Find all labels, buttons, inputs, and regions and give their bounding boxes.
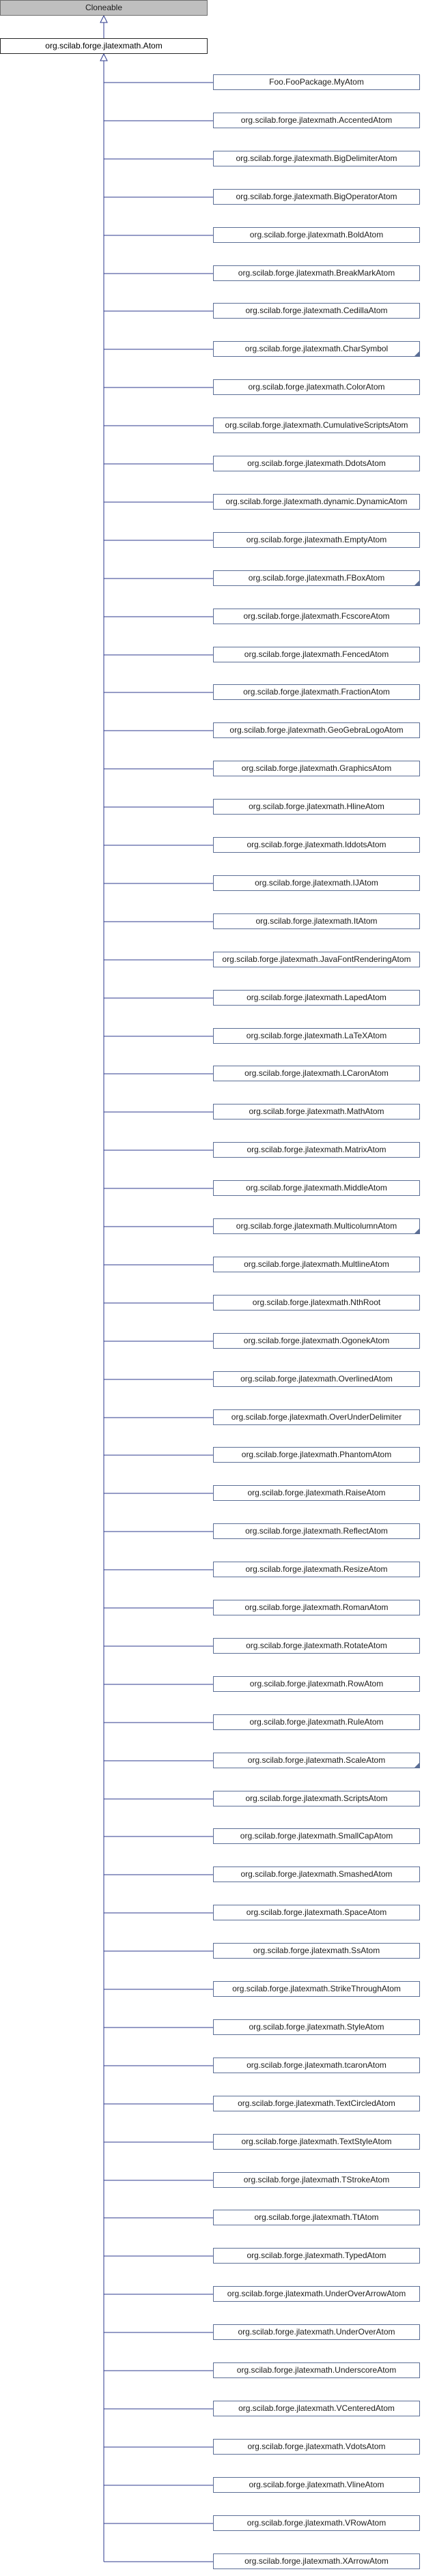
derived-class-node[interactable]: org.scilab.forge.jlatexmath.IJAtom [213,875,420,891]
collapsed-children-marker [414,1763,419,1768]
derived-class-node[interactable]: org.scilab.forge.jlatexmath.MathAtom [213,1104,420,1119]
derived-class-node[interactable]: org.scilab.forge.jlatexmath.IddotsAtom [213,837,420,853]
derived-class-node[interactable]: org.scilab.forge.jlatexmath.BigOperatorA… [213,189,420,205]
derived-class-node[interactable]: org.scilab.forge.jlatexmath.TypedAtom [213,2248,420,2264]
inheritance-arrowhead [100,53,108,61]
derived-class-node[interactable]: org.scilab.forge.jlatexmath.tcaronAtom [213,2058,420,2073]
derived-class-node[interactable]: org.scilab.forge.jlatexmath.dynamic.Dyna… [213,494,420,510]
derived-class-node[interactable]: org.scilab.forge.jlatexmath.OverUnderDel… [213,1409,420,1425]
derived-class-node[interactable]: org.scilab.forge.jlatexmath.GraphicsAtom [213,761,420,776]
derived-class-node[interactable]: org.scilab.forge.jlatexmath.ResizeAtom [213,1562,420,1577]
derived-class-node[interactable]: org.scilab.forge.jlatexmath.LaTeXAtom [213,1028,420,1044]
inheritance-arrowhead [100,14,108,23]
derived-class-node[interactable]: org.scilab.forge.jlatexmath.FractionAtom [213,684,420,700]
derived-class-node[interactable]: org.scilab.forge.jlatexmath.OverlinedAto… [213,1371,420,1387]
derived-class-node[interactable]: org.scilab.forge.jlatexmath.ItAtom [213,913,420,929]
derived-class-node[interactable]: org.scilab.forge.jlatexmath.HlineAtom [213,799,420,815]
derived-class-node[interactable]: org.scilab.forge.jlatexmath.ReflectAtom [213,1523,420,1539]
derived-class-node[interactable]: org.scilab.forge.jlatexmath.ColorAtom [213,379,420,395]
derived-class-node[interactable]: org.scilab.forge.jlatexmath.CharSymbol [213,341,420,357]
derived-class-node[interactable]: org.scilab.forge.jlatexmath.RuleAtom [213,1714,420,1730]
derived-class-node[interactable]: org.scilab.forge.jlatexmath.FencedAtom [213,647,420,662]
derived-class-node[interactable]: Foo.FooPackage.MyAtom [213,74,420,90]
derived-class-node[interactable]: org.scilab.forge.jlatexmath.TtAtom [213,2210,420,2225]
derived-class-node[interactable]: org.scilab.forge.jlatexmath.FcscoreAtom [213,609,420,624]
derived-class-node[interactable]: org.scilab.forge.jlatexmath.VdotsAtom [213,2439,420,2455]
derived-class-node[interactable]: org.scilab.forge.jlatexmath.StrikeThroug… [213,1981,420,1997]
class-node-atom[interactable]: org.scilab.forge.jlatexmath.Atom [0,38,208,54]
derived-class-node[interactable]: org.scilab.forge.jlatexmath.AccentedAtom [213,113,420,128]
class-node-cloneable[interactable]: Cloneable [0,0,208,16]
derived-class-node[interactable]: org.scilab.forge.jlatexmath.FBoxAtom [213,570,420,586]
derived-class-node[interactable]: org.scilab.forge.jlatexmath.LCaronAtom [213,1066,420,1081]
derived-class-node[interactable]: org.scilab.forge.jlatexmath.BigDelimiter… [213,151,420,166]
derived-class-node[interactable]: org.scilab.forge.jlatexmath.JavaFontRend… [213,952,420,967]
derived-class-node[interactable]: org.scilab.forge.jlatexmath.VCenteredAto… [213,2401,420,2416]
derived-class-node[interactable]: org.scilab.forge.jlatexmath.EmptyAtom [213,532,420,548]
derived-class-node[interactable]: org.scilab.forge.jlatexmath.RomanAtom [213,1600,420,1615]
collapsed-children-marker [414,581,419,585]
derived-class-node[interactable]: org.scilab.forge.jlatexmath.UnderOverArr… [213,2286,420,2302]
derived-class-node[interactable]: org.scilab.forge.jlatexmath.VlineAtom [213,2477,420,2493]
derived-class-node[interactable]: org.scilab.forge.jlatexmath.StyleAtom [213,2019,420,2035]
derived-class-node[interactable]: org.scilab.forge.jlatexmath.RowAtom [213,1676,420,1692]
derived-class-node[interactable]: org.scilab.forge.jlatexmath.SmashedAtom [213,1867,420,1882]
derived-class-node[interactable]: org.scilab.forge.jlatexmath.ScriptsAtom [213,1791,420,1806]
derived-class-node[interactable]: org.scilab.forge.jlatexmath.BreakMarkAto… [213,265,420,281]
derived-class-node[interactable]: org.scilab.forge.jlatexmath.MulticolumnA… [213,1218,420,1234]
derived-class-node[interactable]: org.scilab.forge.jlatexmath.RaiseAtom [213,1485,420,1501]
derived-class-node[interactable]: org.scilab.forge.jlatexmath.UnderscoreAt… [213,2362,420,2378]
derived-class-node[interactable]: org.scilab.forge.jlatexmath.NthRoot [213,1295,420,1311]
derived-class-node[interactable]: org.scilab.forge.jlatexmath.RotateAtom [213,1638,420,1654]
derived-class-node[interactable]: org.scilab.forge.jlatexmath.SpaceAtom [213,1905,420,1920]
derived-class-node[interactable]: org.scilab.forge.jlatexmath.BoldAtom [213,227,420,243]
derived-class-node[interactable]: org.scilab.forge.jlatexmath.ScaleAtom [213,1753,420,1768]
derived-class-node[interactable]: org.scilab.forge.jlatexmath.MultlineAtom [213,1257,420,1272]
derived-class-node[interactable]: org.scilab.forge.jlatexmath.XArrowAtom [213,2553,420,2569]
derived-class-node[interactable]: org.scilab.forge.jlatexmath.PhantomAtom [213,1447,420,1463]
derived-class-node[interactable]: org.scilab.forge.jlatexmath.MiddleAtom [213,1180,420,1196]
derived-class-node[interactable]: org.scilab.forge.jlatexmath.MatrixAtom [213,1142,420,1158]
derived-class-node[interactable]: org.scilab.forge.jlatexmath.CedillaAtom [213,303,420,319]
derived-class-node[interactable]: org.scilab.forge.jlatexmath.VRowAtom [213,2515,420,2531]
derived-class-node[interactable]: org.scilab.forge.jlatexmath.CumulativeSc… [213,418,420,433]
derived-class-node[interactable]: org.scilab.forge.jlatexmath.DdotsAtom [213,456,420,471]
derived-class-node[interactable]: org.scilab.forge.jlatexmath.GeoGebraLogo… [213,722,420,738]
derived-class-node[interactable]: org.scilab.forge.jlatexmath.OgonekAtom [213,1333,420,1349]
derived-class-node[interactable]: org.scilab.forge.jlatexmath.UnderOverAto… [213,2324,420,2340]
derived-class-node[interactable]: org.scilab.forge.jlatexmath.SmallCapAtom [213,1828,420,1844]
derived-class-node[interactable]: org.scilab.forge.jlatexmath.TextCircledA… [213,2096,420,2111]
derived-class-node[interactable]: org.scilab.forge.jlatexmath.LapedAtom [213,990,420,1006]
derived-class-node[interactable]: org.scilab.forge.jlatexmath.TStrokeAtom [213,2172,420,2188]
collapsed-children-marker [414,351,419,356]
derived-class-node[interactable]: org.scilab.forge.jlatexmath.SsAtom [213,1943,420,1959]
derived-class-node[interactable]: org.scilab.forge.jlatexmath.TextStyleAto… [213,2134,420,2150]
collapsed-children-marker [414,1229,419,1233]
